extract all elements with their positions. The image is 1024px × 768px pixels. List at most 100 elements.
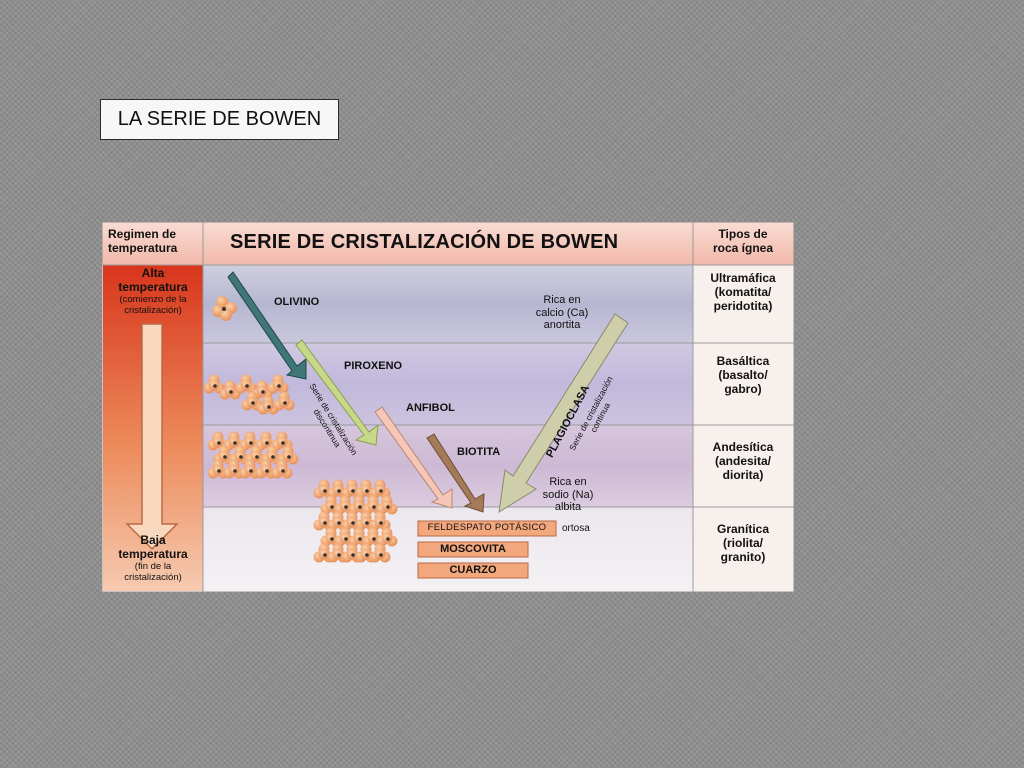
temperature-arrow <box>125 323 179 551</box>
crystal-atom-center <box>344 537 348 541</box>
crystal-atom-center <box>372 505 376 509</box>
crystal-atom-center <box>358 505 362 509</box>
crystal-atom-center <box>277 384 281 388</box>
crystal-atom-center <box>386 537 390 541</box>
crystal-atom-center <box>337 553 341 557</box>
slide-title: LA SERIE DE BOWEN <box>100 99 339 140</box>
low-temperature-label: Baja temperatura (fin de la cristalizaci… <box>104 533 202 583</box>
sodium-note-2: sodio (Na) <box>542 488 594 501</box>
high-temp-note-2: cristalización) <box>124 304 182 316</box>
rock-type-ultramafic-name: Ultramáfica <box>710 271 776 285</box>
sodium-rich-note: Rica en sodio (Na) albita <box>528 476 608 514</box>
right-header-line-1: Tipos de <box>718 227 768 241</box>
crystal-atom-center <box>365 553 369 557</box>
crystal-atom-center <box>372 537 376 541</box>
high-temp-line-1: Alta <box>141 266 165 280</box>
crystal-atom-center <box>283 401 287 405</box>
sodium-note-1: Rica en <box>549 476 587 488</box>
plagioclasa-arrow <box>498 313 629 513</box>
crystal-atom-center <box>358 537 362 541</box>
crystal-atom-center <box>213 384 217 388</box>
rock-type-basaltic-ex1: (basalto/ <box>718 367 768 382</box>
crystal-atom-center <box>323 553 327 557</box>
rock-type-basaltic-name: Basáltica <box>716 354 770 368</box>
crystal-atom-center <box>323 489 327 493</box>
crystal-atom-center <box>351 489 355 493</box>
diagram-title: SERIE DE CRISTALIZACIÓN DE BOWEN <box>230 231 619 253</box>
crystal-atom-center <box>265 469 269 473</box>
right-header-line-2: roca ígnea <box>712 240 774 255</box>
crystal-atom-center <box>271 455 275 459</box>
mineral-olivino: OLIVINO <box>274 296 320 308</box>
mineral-anfibol: ANFIBOL <box>406 402 455 414</box>
crystal-atom-center <box>379 521 383 525</box>
crystal-atom-center <box>249 441 253 445</box>
high-temp-note-1: (comienzo de la <box>119 293 187 305</box>
crystal-atom-center <box>386 505 390 509</box>
crystal-atom-center <box>223 455 227 459</box>
calcium-rich-note: Rica en calcio (Ca) anortita <box>522 294 602 332</box>
crystal-atom-center <box>379 553 383 557</box>
crystal-atom-center <box>281 469 285 473</box>
high-temp-line-2: temperatura <box>118 279 188 294</box>
low-temp-line-1: Baja <box>140 533 166 547</box>
crystal-atom-center <box>239 455 243 459</box>
rock-type-granitic: Granítica (riolita/ granito) <box>693 522 793 564</box>
piroxeno-arrow <box>295 339 379 446</box>
crystal-atom-center <box>267 405 271 409</box>
feldespato-label: FELDESPATO POTÁSICO <box>427 522 547 533</box>
left-header-line-2: temperatura <box>108 240 178 255</box>
framework-crystal <box>313 479 398 563</box>
biotita-arrow <box>426 433 485 513</box>
rock-type-granitic-name: Granítica <box>716 522 770 536</box>
low-temp-note-2: cristalización) <box>124 571 182 583</box>
piroxeno-crystal <box>203 374 295 415</box>
cuarzo-box <box>417 562 529 579</box>
calcium-note-2: calcio (Ca) <box>535 306 589 319</box>
crystal-atom-center <box>344 505 348 509</box>
crystal-atom-center <box>379 489 383 493</box>
crystal-atom-center <box>365 521 369 525</box>
rock-type-granitic-ex2: granito) <box>720 549 766 564</box>
crystal-atom-center <box>251 401 255 405</box>
calcium-note-3: anortita <box>543 319 581 332</box>
low-temp-line-2: temperatura <box>118 546 188 561</box>
crystal-atom-center <box>287 455 291 459</box>
low-temp-note-1: (fin de la <box>134 560 172 572</box>
rock-type-andesitic-name: Andesítica <box>712 440 774 454</box>
rock-type-basaltic-ex2: gabro) <box>724 381 762 396</box>
crystal-atom-center <box>245 384 249 388</box>
crystal-atom-center <box>217 441 221 445</box>
crystal-atom-center <box>229 390 233 394</box>
crystal-atom-center <box>323 521 327 525</box>
crystal-atom-center <box>233 441 237 445</box>
calcium-note-1: Rica en <box>543 294 581 306</box>
rock-type-andesitic-ex2: diorita) <box>722 467 764 482</box>
cuarzo-label: CUARZO <box>449 564 497 576</box>
crystal-atom-center <box>337 521 341 525</box>
crystal-atom-center <box>255 455 259 459</box>
crystal-atom-center <box>351 553 355 557</box>
sodium-note-3: albita <box>554 501 582 514</box>
right-header: Tipos de roca ígnea <box>698 227 788 256</box>
left-header: Regimen de temperatura <box>108 227 178 256</box>
crystal-atom-center <box>249 469 253 473</box>
moscovita-box <box>417 541 529 558</box>
rock-type-ultramafic-ex1: (komatita/ <box>714 284 772 299</box>
anfibol-arrow <box>374 406 453 509</box>
ortosa-label: ortosa <box>562 523 590 534</box>
mineral-piroxeno: PIROXENO <box>344 360 403 372</box>
high-temperature-label: Alta temperatura (comienzo de la cristal… <box>104 266 202 316</box>
anfibol-crystal <box>207 431 299 479</box>
olivino-crystal <box>212 296 237 321</box>
crystal-atom-center <box>365 489 369 493</box>
moscovita-label: MOSCOVITA <box>440 543 506 555</box>
rock-type-ultramafic-ex2: peridotita) <box>713 298 773 313</box>
rock-type-basaltic: Basáltica (basalto/ gabro) <box>693 354 793 396</box>
crystal-atom-center <box>265 441 269 445</box>
crystal-atom-center <box>281 441 285 445</box>
rock-type-column <box>693 265 793 591</box>
rock-type-andesitic: Andesítica (andesita/ diorita) <box>693 440 793 482</box>
rock-type-andesitic-ex1: (andesita/ <box>714 453 771 468</box>
mineral-biotita: BIOTITA <box>457 446 501 458</box>
